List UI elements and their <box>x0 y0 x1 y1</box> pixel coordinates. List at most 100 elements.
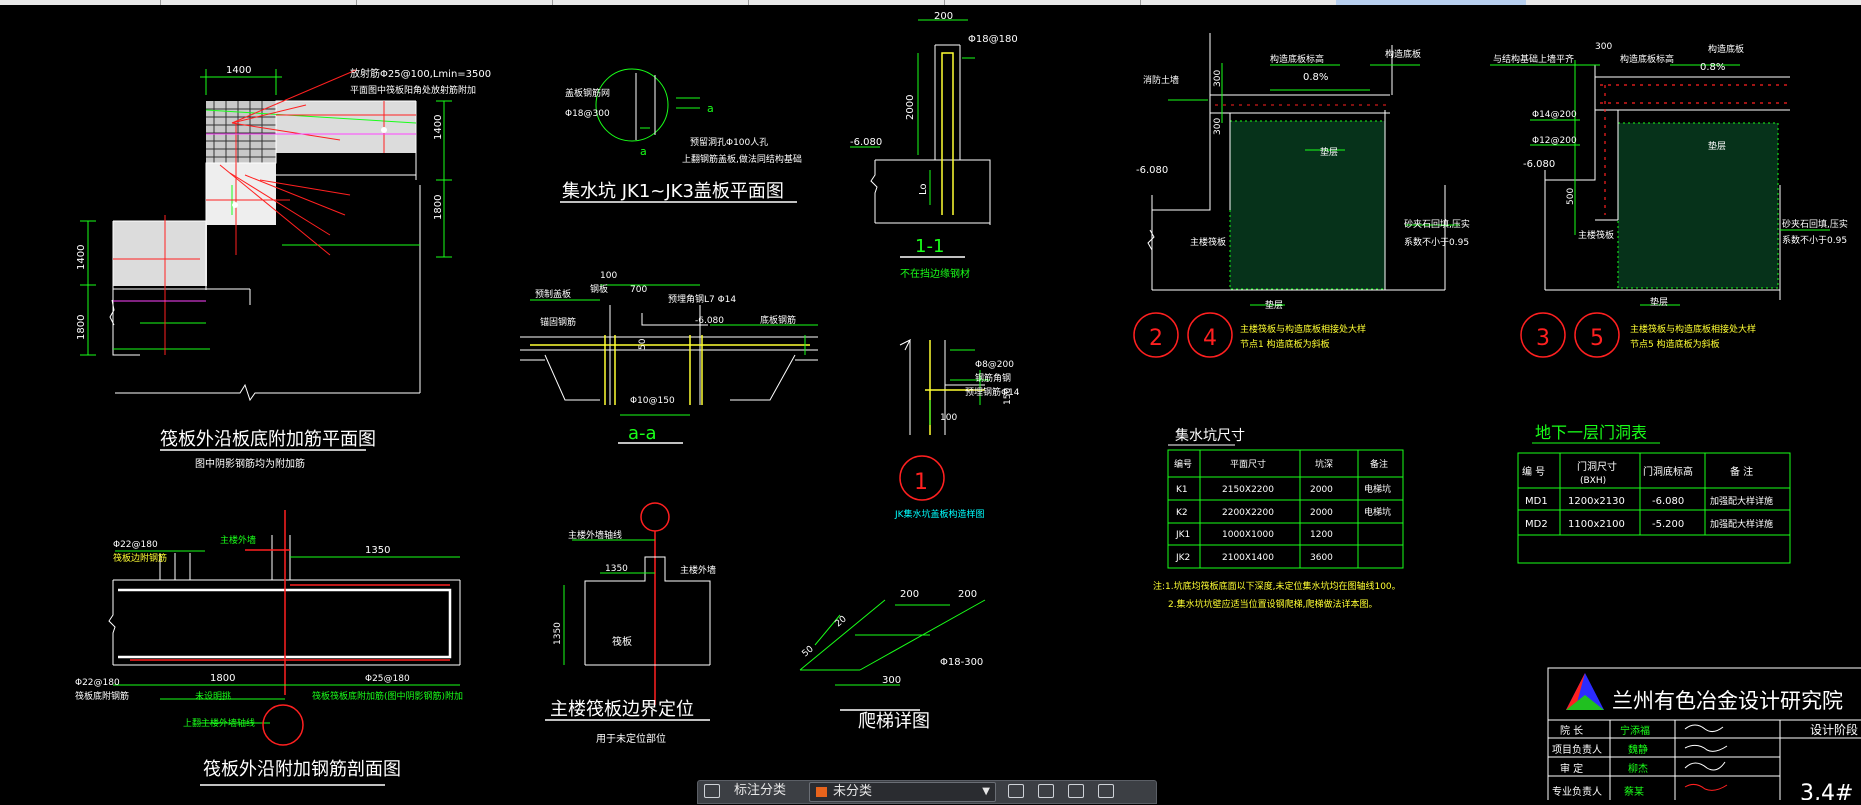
detail-35-main: 主楼筏板 <box>1578 229 1614 241</box>
detail-35-m2: 5 <box>1590 326 1604 351</box>
delete-icon[interactable] <box>1098 781 1114 801</box>
sump-table-cell: JK1 <box>1175 530 1190 540</box>
detail-24-cushion: 垫层 <box>1320 146 1338 158</box>
door-table-subheader: (BXH) <box>1580 476 1606 486</box>
detail-35-comp: 系数不小于0.95 <box>1782 234 1847 246</box>
annotation-toolbar[interactable]: 标注分类 未分类 ▼ <box>697 780 1157 804</box>
raft-plan-dim-left-2: 1800 <box>76 315 87 340</box>
boundary-l3: 筏板 <box>612 635 632 648</box>
raft-section-detail <box>108 510 461 786</box>
move-icon[interactable] <box>1038 781 1054 801</box>
detail-35-level-1: 构造底板标高 <box>1620 53 1674 65</box>
toolbar-label: 标注分类 <box>734 783 787 798</box>
raft-section-l8: 筏板筏板底附加筋(图中阴影钢筋)附加 <box>312 690 463 702</box>
ladder-d4: 300 <box>882 675 901 686</box>
tab-divider <box>748 0 749 5</box>
detail-1-r2: 钢筋角钢 <box>975 372 1011 384</box>
chevron-down-icon[interactable]: ▼ <box>982 786 990 797</box>
tab-divider <box>1140 0 1141 5</box>
boundary-l2: 主楼外墙 <box>680 564 716 576</box>
detail-24-m2: 4 <box>1203 326 1217 351</box>
detail-35-d500: 500 <box>1566 188 1576 205</box>
section-aa-l5: 预埋角钢L7 Φ14 <box>668 293 736 305</box>
section-11-dim-side: 2000 <box>905 95 916 120</box>
sump-table-grid <box>1167 444 1404 569</box>
sump-cover-title: 集水坑 JK1~JK3盖板平面图 <box>562 181 784 202</box>
top-tab-strip[interactable] <box>0 0 1861 5</box>
detail-24-m1: 2 <box>1149 326 1163 351</box>
section-aa-l3: 钢板 <box>590 283 608 295</box>
detail-35-r2: Φ12@200 <box>1532 136 1577 146</box>
boundary-l1: 主楼外墙轴线 <box>568 529 622 541</box>
sump-table-cell: 3600 <box>1310 553 1333 563</box>
section-11-detail <box>850 19 991 258</box>
raft-plan-leader-2: 平面图中筏板阳角处放射筋附加 <box>350 84 476 96</box>
detail-24-level-2: 构造底板 <box>1385 48 1421 60</box>
detail-35-level: -6.080 <box>1523 159 1555 170</box>
section-aa-dim1: 100 <box>600 271 617 281</box>
title-block-sheet: 3,4# <box>1800 781 1853 800</box>
sump-table-cell: 2000 <box>1310 485 1333 495</box>
detail-35-slope: 0.8% <box>1700 62 1725 73</box>
title-block-role: 项目负责人 <box>1552 743 1602 756</box>
detail-1-r3: 预埋钢筋Φ14 <box>965 386 1020 398</box>
active-tab[interactable] <box>1336 0 1526 5</box>
detail-35-top: 与结构基础上墙平齐 <box>1493 53 1574 65</box>
section-aa-level: -6.080 <box>695 316 724 326</box>
sump-table-cell: 2200X2200 <box>1222 508 1274 518</box>
raft-section-l9: 上翻主楼外墙轴线 <box>183 717 255 729</box>
edit-icon[interactable] <box>1008 781 1024 801</box>
detail-24-caption-2: 节点1 构造底板为斜板 <box>1240 338 1330 350</box>
door-table-header: 备 注 <box>1730 465 1753 478</box>
boundary-detail <box>545 502 711 721</box>
toolbar-drag-handle[interactable] <box>704 781 720 801</box>
section-11-level: -6.080 <box>850 137 882 148</box>
detail-35-m1: 3 <box>1536 326 1550 351</box>
raft-section-dim-top: 1350 <box>365 545 390 556</box>
title-block-stage: 设计阶段 <box>1810 722 1858 737</box>
sump-cover-label-4: 上翻钢筋盖板,做法同结构基础 <box>682 153 802 165</box>
sump-cover-label-2: Φ18@300 <box>565 109 610 119</box>
sump-table-title: 集水坑尺寸 <box>1175 427 1245 444</box>
raft-section-title: 筏板外沿附加钢筋剖面图 <box>203 759 401 780</box>
detail-24-bottom: 垫层 <box>1265 299 1283 311</box>
title-block-name: 蔡某 <box>1624 785 1644 798</box>
section-aa-l1: 预制盖板 <box>535 288 571 300</box>
sump-table-cell: 1000X1000 <box>1222 530 1274 540</box>
sump-table-cell: 电梯坑 <box>1364 506 1391 518</box>
section-aa-dim3: 50 <box>638 338 648 350</box>
sump-table-cell: 电梯坑 <box>1364 483 1391 495</box>
cad-drawing-canvas[interactable]: 1400 放射筋Φ25@100,Lmin=3500 平面图中筏板阳角处放射筋附加… <box>0 5 1861 800</box>
detail-35-drawing <box>1490 60 1830 358</box>
section-11-sub: 不在挡边缘钢材 <box>900 267 970 280</box>
layer-icon[interactable] <box>704 784 720 798</box>
copy-icon[interactable] <box>1068 781 1084 801</box>
layer-dropdown[interactable]: 未分类 ▼ <box>809 782 996 802</box>
sump-table-cell: 1200 <box>1310 530 1333 540</box>
ladder-detail <box>799 599 986 711</box>
door-table-cell: MD1 <box>1525 496 1548 507</box>
door-table-grid <box>1517 442 1791 564</box>
sump-table-cell: K2 <box>1176 508 1188 518</box>
section-11-title: 1-1 <box>915 236 944 257</box>
raft-section-l2: 筏板边附钢筋 <box>113 552 167 564</box>
title-block-name: 魏静 <box>1628 743 1648 756</box>
section-aa-title: a-a <box>628 423 657 444</box>
boundary-dim2: 1350 <box>553 622 563 645</box>
detail-35-caption-1: 主楼筏板与构造底板相接处大样 <box>1630 323 1756 335</box>
sump-cover-label-1: 盖板钢筋网 <box>565 87 610 99</box>
sump-table-header: 坑深 <box>1315 458 1333 470</box>
detail-24-level: -6.080 <box>1136 165 1168 176</box>
detail-24-d300b: 300 <box>1213 118 1223 135</box>
raft-plan-note: 图中阴影钢筋均为附加筋 <box>195 457 305 470</box>
raft-section-dim-bot: 1800 <box>210 673 235 684</box>
title-block-frame <box>1547 667 1861 800</box>
raft-plan-dim-right-2: 1800 <box>433 195 444 220</box>
detail-1-mark: 1 <box>914 470 928 495</box>
door-table-cell: 1200x2130 <box>1568 496 1625 507</box>
raft-section-l1: Φ22@180 <box>113 540 158 550</box>
section-aa-dim4: Φ10@150 <box>630 396 675 406</box>
sump-cover-mark-a1: a <box>707 102 714 115</box>
tab-divider <box>356 0 357 5</box>
tab-divider <box>160 0 161 5</box>
